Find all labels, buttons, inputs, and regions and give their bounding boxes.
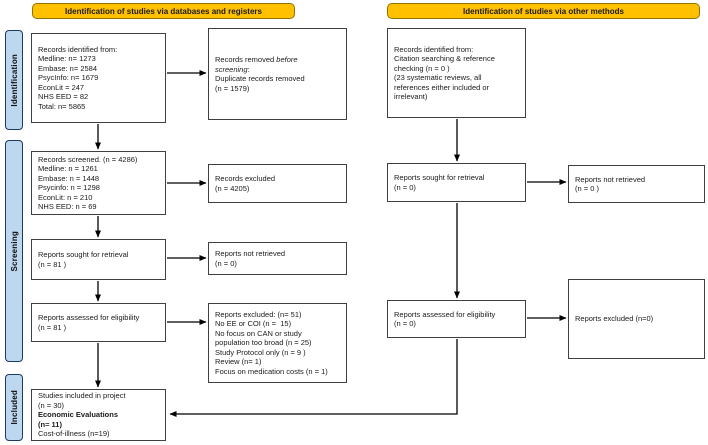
stage-screening-label: Screening [9,230,19,272]
box-line: (n = 0 ) [575,184,599,193]
box-line: Medline: n= 1273 [38,54,96,64]
box-line: Duplicate records removed [215,74,305,83]
header-databases-registers: Identification of studies via databases … [32,3,295,19]
box-line: references either included or [394,82,490,92]
box-line: Citation searching & reference [394,54,495,63]
box-line: Reports excluded (n=0) [575,314,654,324]
box-line: Reports assessed for eligibility [394,309,496,319]
box-line: No EE or COI (n = 15) [215,319,292,329]
box-line: PsycInfo: n= 1679 [38,73,99,83]
box-line: Economic Evaluations [38,410,119,420]
box-line: Records excluded [215,174,276,183]
box-records-identified-other: Records identified from: Citation search… [387,28,526,118]
box-line: (n = 81 ) [38,259,67,269]
box-line: (n = 0) [394,182,416,192]
box-line: Reports not retrieved [215,249,286,258]
box-reports-not-retrieved-other: Reports not retrieved (n = 0 ) [568,165,705,203]
box-line: Records identified from: [394,44,474,54]
box-line: (n = 4205) [215,183,250,193]
box-records-removed-before-screening: Records removed before screening: Duplic… [208,28,347,120]
box-line: Review (n= 1) [215,357,262,367]
stage-identification-label: Identification [9,53,19,107]
box-line: (23 systematic reviews, all [394,73,482,82]
box-reports-excluded-other: Reports excluded (n=0) [568,279,705,359]
box-line: Reports sought for retrieval [394,173,485,182]
stage-included: Included [5,374,23,441]
box-records-screened: Records screened. (n = 4286) Medline: n … [31,151,166,215]
box-line: EconLit: n = 210 [38,192,93,202]
box-studies-included: Studies included in project (n = 30) Eco… [31,389,166,441]
box-records-excluded: Records excluded (n = 4205) [208,164,347,203]
box-line: (n= 11) [38,419,62,429]
box-line: EconLit = 247 [38,82,85,92]
stage-screening: Screening [5,140,23,362]
box-line: Reports assessed for eligibility [38,313,140,322]
box-line: Reports not retrieved [575,174,646,184]
box-line: (n = 0) [394,319,416,328]
box-reports-excluded-databases: Reports excluded: (n= 51) No EE or COI (… [208,303,347,383]
box-line: Medline: n = 1261 [38,164,98,173]
box-line: Cost-of-illness (n=19) [38,429,110,439]
box-reports-assessed-databases: Reports assessed for eligibility (n = 81… [31,303,166,342]
stage-identification: Identification [5,30,23,130]
box-line: (n = 0) [215,258,237,268]
box-line: population too broad (n = 25) [215,338,312,348]
box-reports-sought-databases: Reports sought for retrieval (n = 81 ) [31,239,166,280]
box-line: screening: [215,64,250,74]
box-line: Reports sought for retrieval [38,250,129,259]
box-line: irrelevant) [394,92,428,101]
box-line: Records removed before [215,55,298,64]
box-line: Study Protocol only (n = 9 ) [215,347,306,357]
box-line: Studies included in project [38,391,126,401]
box-line: Records screened. (n = 4286) [38,154,138,164]
box-reports-assessed-other: Reports assessed for eligibility (n = 0) [387,300,526,338]
header-other-methods: Identification of studies via other meth… [387,3,700,19]
box-reports-not-retrieved-databases: Reports not retrieved (n = 0) [208,242,347,275]
box-records-identified-databases: Records identified from: Medline: n= 127… [31,33,166,123]
box-line: checking (n = 0 ) [394,63,450,73]
box-line: NHS EED = 82 [38,92,89,102]
box-line: Focus on medication costs (n = 1) [215,366,328,376]
box-line: Embase: n = 1448 [38,173,100,183]
box-reports-sought-other: Reports sought for retrieval (n = 0) [387,163,526,202]
box-line: (n = 1579) [215,83,250,93]
box-line: Reports excluded: (n= 51) [215,309,302,319]
box-line: (n = 81 ) [38,322,67,332]
box-line: NHS EED: n = 69 [38,202,97,211]
box-line: Total: n= 5865 [38,101,86,111]
stage-included-label: Included [9,390,19,425]
box-line: Psycinfo: n = 1298 [38,183,100,192]
box-line: No focus on CAN or study [215,328,302,338]
box-line: Embase: n= 2584 [38,63,98,73]
box-line: Records identified from: [38,44,118,54]
box-line: (n = 30) [38,400,65,410]
